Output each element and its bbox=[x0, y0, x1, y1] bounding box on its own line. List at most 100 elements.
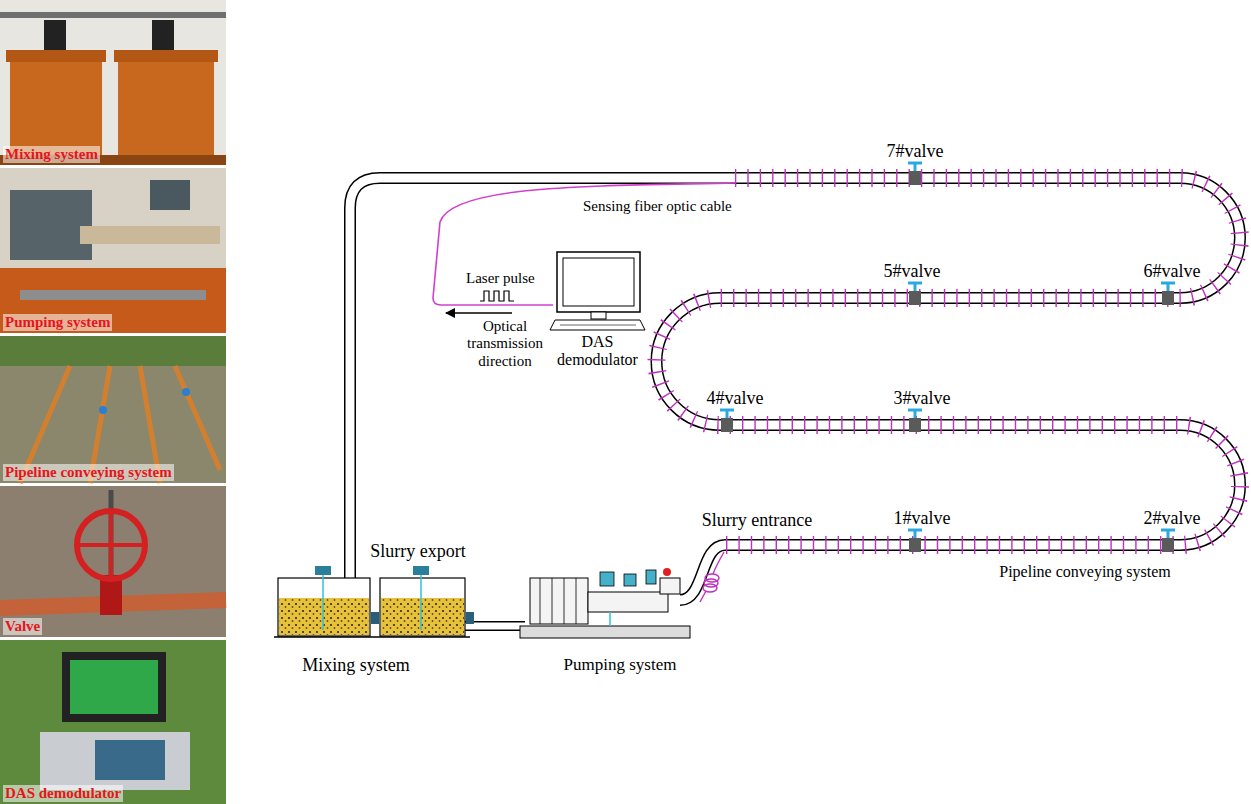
valve-dot bbox=[99, 406, 107, 414]
valve-dot bbox=[182, 388, 190, 396]
monitor-screen bbox=[563, 258, 634, 306]
pumping-photo bbox=[0, 168, 226, 333]
valve-symbol bbox=[1161, 283, 1175, 305]
pump-cylinder bbox=[588, 592, 668, 612]
direction-arrow bbox=[446, 312, 512, 313]
tank-lid bbox=[6, 50, 106, 62]
photo-ground bbox=[0, 640, 226, 804]
rack-bar bbox=[0, 12, 226, 18]
pipeline-photo bbox=[0, 336, 226, 483]
pump-cylinder bbox=[80, 226, 220, 244]
part-label: Slurry export bbox=[370, 541, 465, 562]
pump-gauge bbox=[646, 570, 656, 584]
agitator-shaft bbox=[420, 574, 422, 630]
valve-photo bbox=[0, 486, 226, 637]
valve-symbols bbox=[720, 163, 1175, 552]
agitator-motor bbox=[413, 566, 429, 575]
valve-wheel bbox=[77, 511, 145, 579]
fiber-coil bbox=[713, 552, 724, 574]
signal-label: Laser pulse bbox=[466, 270, 535, 287]
photo-ground bbox=[0, 336, 226, 483]
pump-motor bbox=[530, 578, 588, 624]
pump-base bbox=[520, 626, 690, 638]
device-label: DAS demodulator bbox=[550, 333, 645, 370]
tank-valve bbox=[466, 612, 474, 624]
pump-machine bbox=[520, 568, 690, 638]
pump-motor bbox=[10, 190, 92, 260]
pump-base bbox=[0, 268, 226, 333]
valve-label: 3#valve bbox=[894, 388, 951, 409]
pump-line bbox=[609, 612, 611, 626]
motor-rib bbox=[540, 578, 541, 624]
system-label: Mixing system bbox=[302, 655, 410, 676]
photo-caption: Pipeline conveying system bbox=[3, 464, 174, 481]
monitor bbox=[62, 652, 166, 722]
photo-caption: Mixing system bbox=[3, 146, 100, 163]
monitor bbox=[557, 252, 640, 312]
motor bbox=[44, 20, 66, 50]
photo-panel: Pumping system bbox=[0, 168, 226, 333]
pipe-bore bbox=[350, 178, 1240, 600]
device-box bbox=[40, 732, 190, 790]
valve-symbol bbox=[908, 283, 922, 305]
greenery bbox=[0, 336, 226, 366]
motor-rib bbox=[576, 578, 577, 624]
photo-caption: DAS demodulator bbox=[3, 785, 123, 802]
part-label: Slurry entrance bbox=[702, 510, 812, 531]
das-computer bbox=[550, 252, 645, 330]
das-photo bbox=[0, 640, 226, 804]
fiber-coil bbox=[700, 591, 706, 602]
pump-gauge bbox=[624, 574, 636, 586]
photo-ground bbox=[0, 0, 226, 165]
fiber-coil bbox=[703, 584, 717, 592]
laser-pulse-wave bbox=[480, 291, 514, 301]
motor-rib bbox=[564, 578, 565, 624]
device-screen bbox=[95, 740, 165, 780]
photo-ground bbox=[0, 486, 226, 637]
motor bbox=[152, 20, 174, 50]
valve-symbol bbox=[908, 163, 922, 185]
photo-caption: Pumping system bbox=[3, 314, 112, 331]
keyboard bbox=[550, 320, 645, 330]
tank bbox=[10, 55, 102, 157]
system-label: Pipeline conveying system bbox=[999, 563, 1171, 581]
valve-label: 5#valve bbox=[884, 261, 941, 282]
pipe-outline bbox=[350, 178, 1240, 600]
valve-label: 2#valve bbox=[1144, 508, 1201, 529]
valve-symbol bbox=[720, 410, 734, 432]
pump-gauge bbox=[600, 572, 614, 586]
fiber-lead bbox=[433, 183, 735, 305]
agitator-motor bbox=[315, 566, 331, 575]
wheel-spoke bbox=[109, 511, 113, 579]
mixing-tanks bbox=[274, 566, 474, 637]
photo-caption: Valve bbox=[3, 618, 42, 635]
tank-valve bbox=[371, 612, 379, 624]
keyboard-keys bbox=[560, 325, 636, 326]
monitor-stand bbox=[591, 312, 606, 319]
fiber-winding bbox=[657, 178, 1241, 545]
pump-outlet bbox=[660, 578, 680, 594]
tank bbox=[278, 578, 370, 636]
photo-ground bbox=[0, 168, 226, 333]
pump-indicator bbox=[663, 568, 671, 576]
photo-panel: Mixing system bbox=[0, 0, 226, 165]
slurry-fill bbox=[381, 598, 464, 635]
valve-symbol bbox=[908, 530, 922, 552]
tank-base bbox=[274, 636, 470, 638]
cable-label: Sensing fiber optic cable bbox=[583, 198, 732, 215]
valve-label: 4#valve bbox=[707, 388, 764, 409]
monitor-screen bbox=[70, 660, 158, 714]
mixing-photo bbox=[0, 0, 226, 165]
pump-pipe bbox=[20, 290, 206, 300]
tank bbox=[118, 55, 214, 157]
tank-lid bbox=[114, 50, 218, 62]
valve-label: 7#valve bbox=[887, 141, 944, 162]
pump-head bbox=[150, 180, 190, 210]
pipe bbox=[175, 366, 220, 470]
tank bbox=[380, 578, 465, 636]
valve-symbol bbox=[908, 410, 922, 432]
photo-panel: Valve bbox=[0, 486, 226, 637]
valve-label: 1#valve bbox=[894, 508, 951, 529]
motor-rib bbox=[552, 578, 553, 624]
